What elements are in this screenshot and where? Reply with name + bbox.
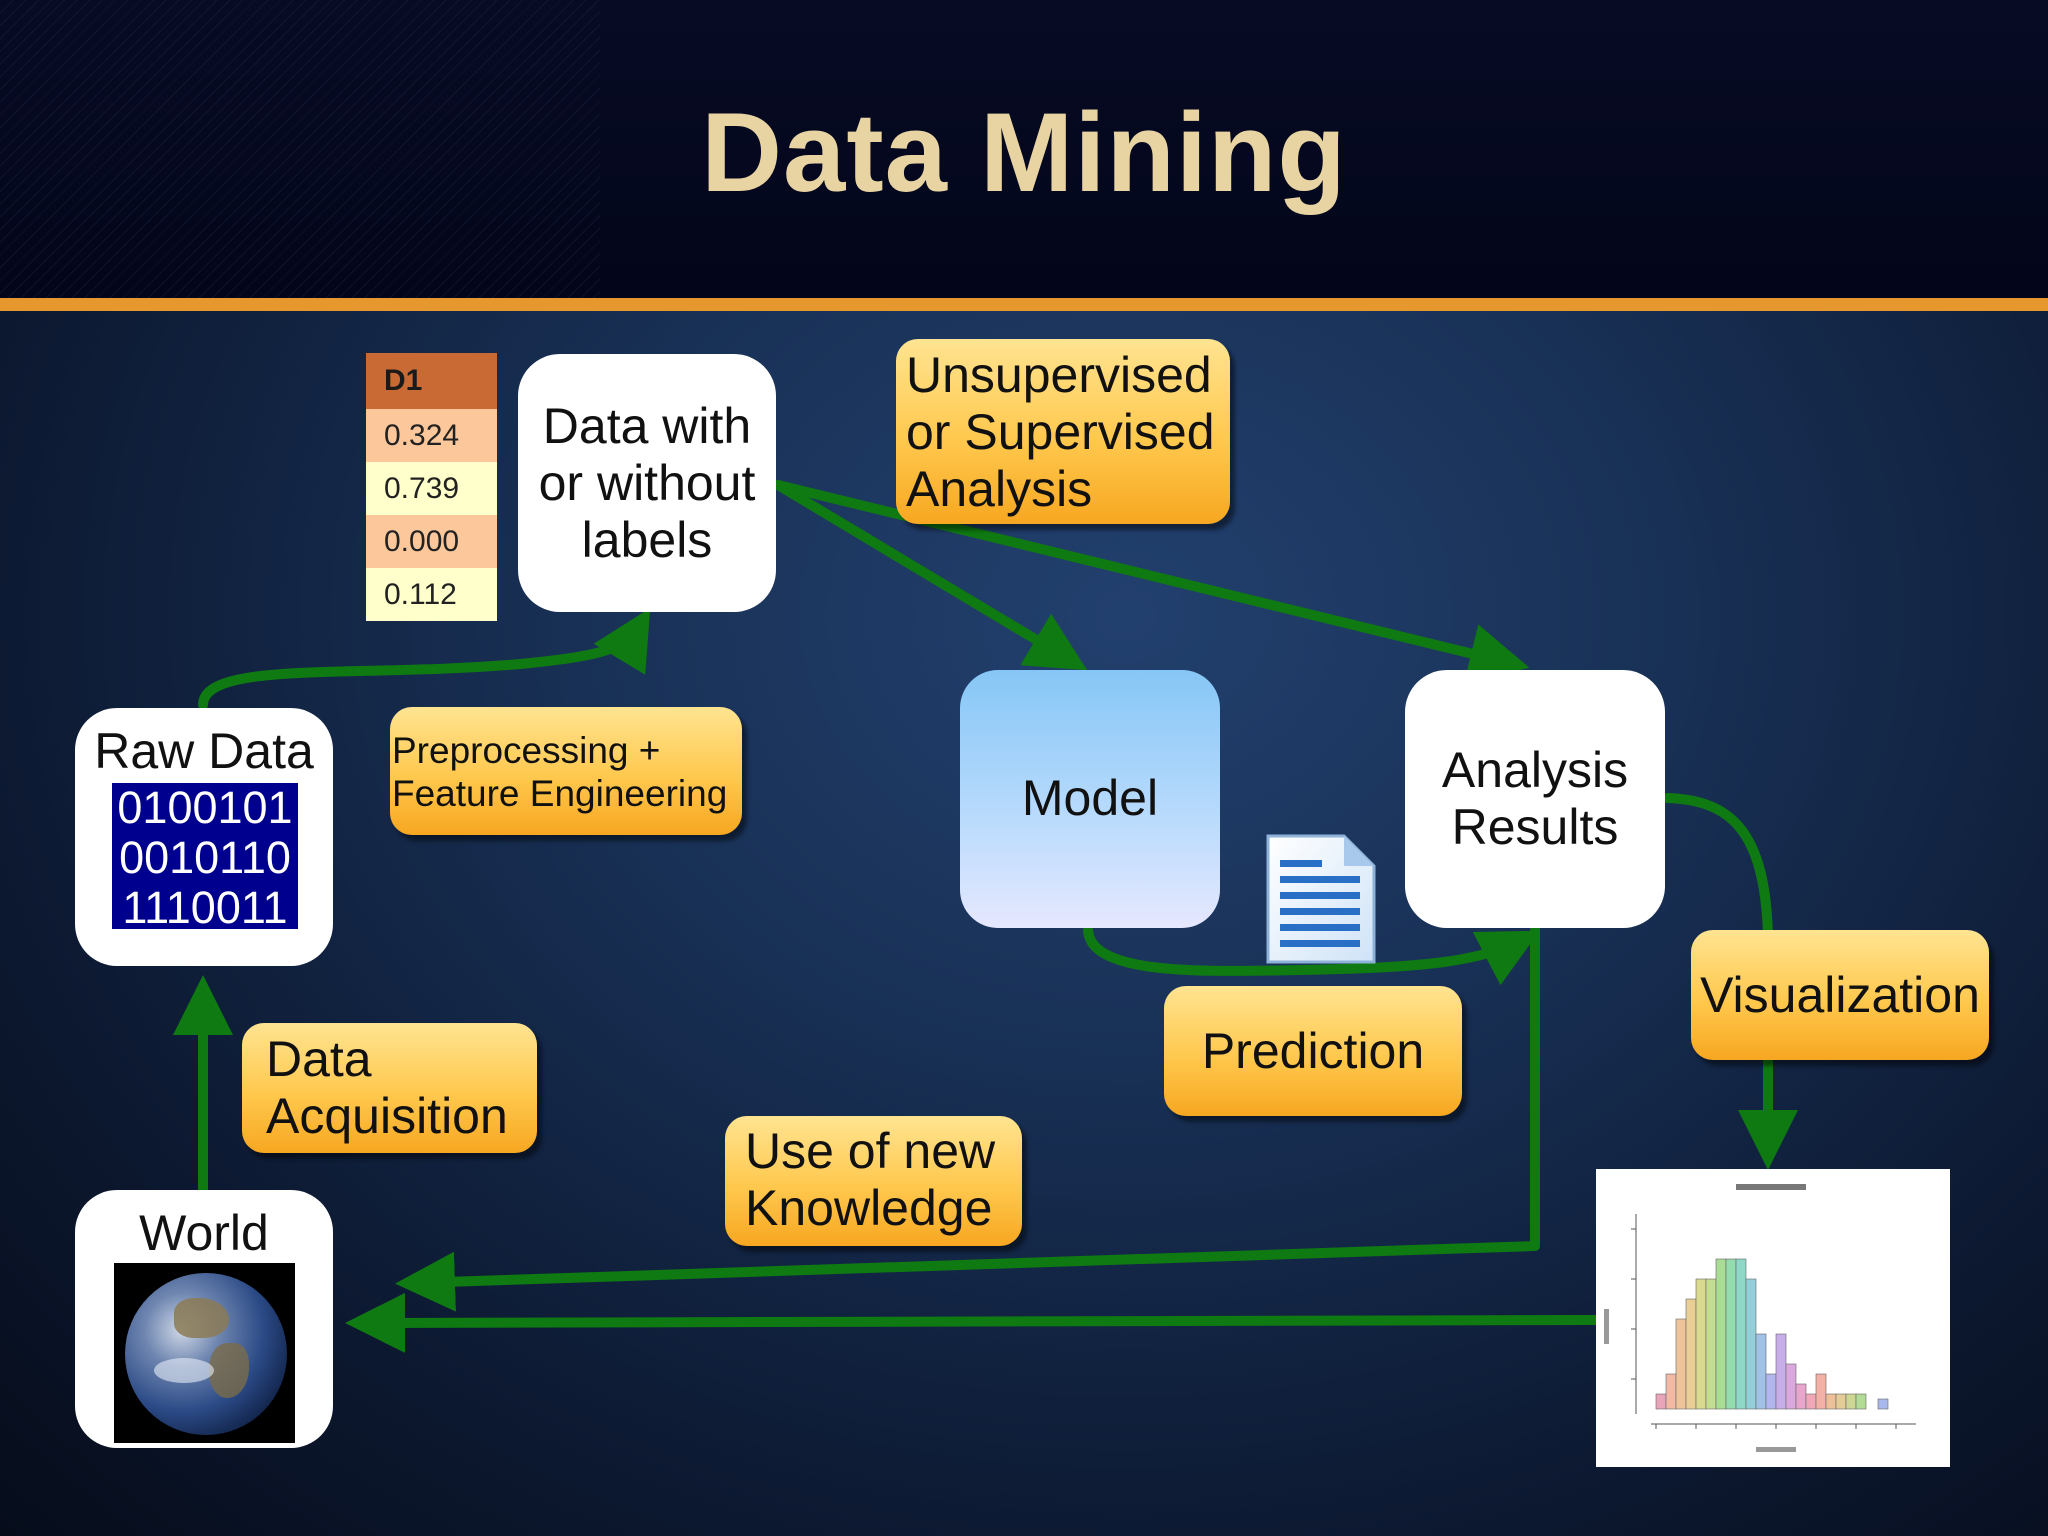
step-line: Unsupervised — [906, 347, 1212, 403]
cloud — [154, 1358, 214, 1383]
step-line: Data — [266, 1031, 372, 1087]
data-labels-line: or without — [538, 455, 756, 511]
globe-shape — [125, 1273, 287, 1435]
data-with-labels-text: Data with or without labels — [518, 398, 776, 569]
arrow-model-to-analysis — [1083, 925, 1540, 986]
landmass — [209, 1343, 249, 1398]
step-line: Analysis — [906, 461, 1093, 517]
binary-block: 0100101 0010110 1110011 — [112, 782, 298, 933]
header-texture — [0, 0, 600, 298]
landmass — [174, 1298, 229, 1338]
unsupervised-analysis-box: Unsupervised or Supervised Analysis — [896, 339, 1230, 524]
step-line: Preprocessing + — [392, 730, 661, 771]
data-acquisition-box: Data Acquisition — [242, 1023, 537, 1153]
model-label: Model — [1021, 770, 1159, 826]
step-line: Acquisition — [266, 1088, 508, 1144]
step-line: Prediction — [1201, 1023, 1425, 1079]
header-band — [0, 0, 2048, 298]
d1-table: D1 0.324 0.739 0.000 0.112 — [366, 353, 497, 621]
analysis-line: Analysis — [1441, 742, 1629, 798]
analysis-results-text: Analysis Results — [1405, 742, 1665, 856]
step-line: Use of new — [745, 1123, 996, 1179]
arrow-analysis-to-world — [395, 923, 1540, 1312]
analysis-results-node: Analysis Results — [1405, 670, 1665, 928]
step-line: Visualization — [1700, 967, 1980, 1023]
earth-photo — [114, 1263, 295, 1443]
arrow-hist-to-world — [345, 1292, 1601, 1353]
model-node: Model — [960, 670, 1220, 928]
d1-cell: 0.739 — [366, 462, 497, 515]
d1-cell: 0.112 — [366, 568, 497, 621]
document-icon — [1266, 834, 1376, 964]
visualization-box: Visualization — [1691, 930, 1989, 1060]
data-labels-line: labels — [581, 512, 713, 568]
binary-line: 0010110 — [119, 832, 291, 883]
accent-rule — [0, 298, 2048, 311]
d1-cell: 0.000 — [366, 515, 497, 568]
step-line: or Supervised — [906, 404, 1215, 460]
data-labels-line: Data with — [542, 398, 752, 454]
histogram-thumbnail — [1596, 1169, 1950, 1467]
step-line: Feature Engineering — [392, 773, 728, 814]
binary-line: 0100101 — [117, 782, 293, 833]
world-label: World — [139, 1205, 269, 1261]
data-with-labels-node: Data with or without labels — [518, 354, 776, 612]
d1-header: D1 — [366, 353, 497, 409]
d1-cell: 0.324 — [366, 409, 497, 462]
prediction-box: Prediction — [1164, 986, 1462, 1116]
binary-line: 1110011 — [122, 882, 288, 933]
raw-data-label: Raw Data — [94, 723, 314, 779]
preprocessing-box: Preprocessing + Feature Engineering — [390, 707, 742, 835]
arrow-raw-to-data — [198, 607, 651, 710]
arrow-data-to-model — [773, 480, 1088, 671]
new-knowledge-box: Use of new Knowledge — [725, 1116, 1022, 1246]
analysis-line: Results — [1451, 799, 1619, 855]
slide-title: Data Mining — [701, 90, 1347, 215]
arrow-analysis-to-vis — [1662, 793, 1773, 940]
step-line: Knowledge — [745, 1180, 993, 1236]
